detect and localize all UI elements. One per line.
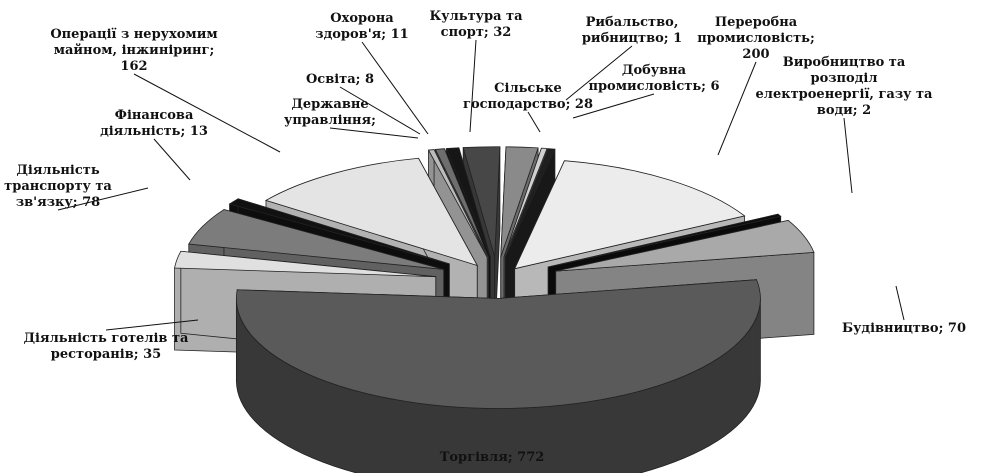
slice-top <box>236 279 761 409</box>
slice-top <box>188 209 444 270</box>
slice-label-line: управління; <box>284 113 376 128</box>
slice-top <box>462 146 501 257</box>
slice-top <box>445 147 491 258</box>
slice-label-line: 200 <box>742 47 769 62</box>
slice-label-line: рибництво; 1 <box>582 31 682 46</box>
slice-label-line: спорт; 32 <box>441 25 512 40</box>
slice-top <box>548 213 782 268</box>
slice-top <box>427 149 488 258</box>
slice-label-line: Виробництво та <box>783 55 906 70</box>
slice-label-line: майном, інжиніринг; <box>54 43 215 58</box>
slice-label-line: господарство; 28 <box>463 97 593 112</box>
slice-label-line: промисловість; 6 <box>588 79 719 94</box>
slice-label-line: Торгівля; 772 <box>440 450 545 465</box>
slice-label-line: води; 2 <box>817 103 871 118</box>
leader-line <box>527 111 541 133</box>
leader-line <box>843 117 853 194</box>
slice-label-line: 162 <box>120 59 147 74</box>
slice-label-text: Торгівля; 772 <box>440 450 545 465</box>
leader-line <box>133 73 281 153</box>
slice-label-line: ресторанів; 35 <box>51 347 161 362</box>
slice-label-line: електроенергії, газу та <box>756 87 934 102</box>
slice-label-line: Будівництво; 70 <box>842 321 966 336</box>
slice-label-line: Охорона <box>330 11 394 26</box>
slice-label-text: Рибальство,рибництво; 1 <box>582 15 682 46</box>
slice-label-line: здоров'я; 11 <box>315 27 408 42</box>
leader-line <box>565 45 633 101</box>
slice-top <box>503 147 548 258</box>
pie-slice <box>235 279 761 473</box>
slice-top <box>513 160 746 270</box>
slice-label: Будівництво; 70 <box>842 285 966 336</box>
slice-label-line: Рибальство, <box>586 15 679 30</box>
slice-top <box>504 148 556 258</box>
slice-label: Освіта; 8 <box>306 72 421 135</box>
leader-line <box>105 319 199 331</box>
slice-top <box>228 198 450 265</box>
slice-label-text: Будівництво; 70 <box>842 321 966 336</box>
slice-top <box>174 250 436 278</box>
slice-label: Торгівля; 772 <box>440 450 545 465</box>
slice-top <box>264 157 479 267</box>
slice-label-line: Діяльність <box>16 163 100 178</box>
slice-label-line: розподіл <box>810 71 877 86</box>
leader-line <box>329 127 419 139</box>
slice-top <box>434 148 489 258</box>
slice-label-line: промисловість; <box>697 31 815 46</box>
slice-label-line: Операції з нерухомим <box>50 27 217 42</box>
leader-line <box>153 138 191 181</box>
slice-label-text: Освіта; 8 <box>306 72 374 87</box>
leader-line <box>361 41 429 135</box>
slice-label-line: Діяльність готелів та <box>24 331 190 346</box>
slice-label-line: Сільське <box>494 81 562 96</box>
leader-line <box>572 93 655 119</box>
leader-line <box>717 61 757 156</box>
slice-label-line: Державне <box>291 97 368 112</box>
slice-label-line: діяльність; 13 <box>100 124 208 139</box>
slice-label-line: транспорту та <box>4 179 112 194</box>
leader-line <box>895 285 905 321</box>
slice-top <box>500 146 539 257</box>
slice-label-line: Культура та <box>429 9 523 24</box>
slices-layer <box>174 146 815 473</box>
slice-label-line: Фінансова <box>115 108 194 123</box>
slice-label-line: Добувна <box>622 63 687 78</box>
slice-label-line: зв'язку; 78 <box>16 195 100 210</box>
leader-line <box>57 187 149 211</box>
slice-label-line: Освіта; 8 <box>306 72 374 87</box>
slice-label: Рибальство,рибництво; 1 <box>565 15 682 101</box>
leader-line <box>339 86 421 135</box>
slice-top <box>555 219 815 272</box>
slice-label-line: Переробна <box>715 15 798 30</box>
leader-line <box>469 39 477 133</box>
